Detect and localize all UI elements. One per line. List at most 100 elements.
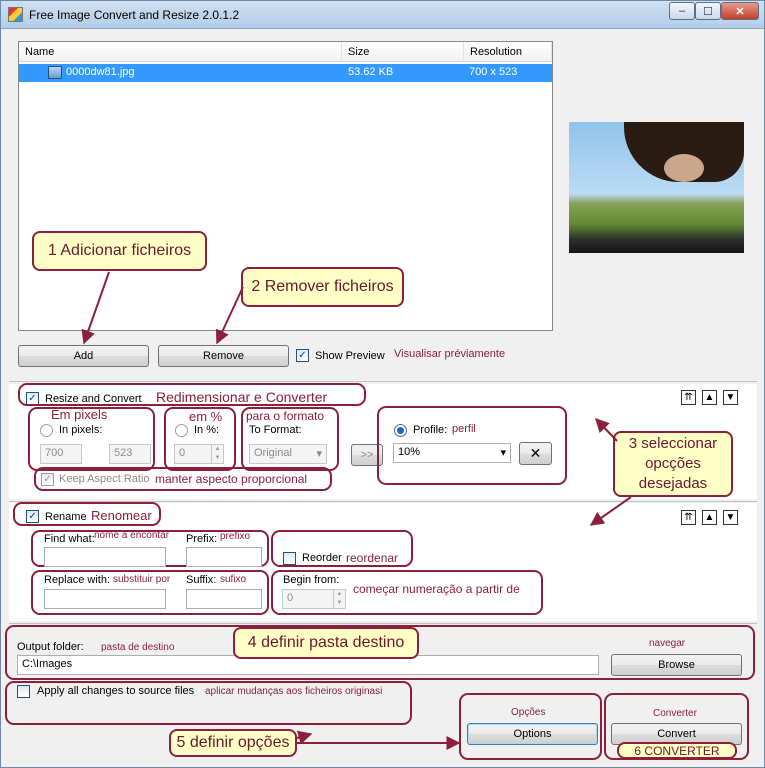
suffix-input[interactable] bbox=[186, 589, 262, 609]
percent-spin-buttons[interactable]: ▲ ▼ bbox=[211, 445, 223, 463]
replace-with-label: Replace with: bbox=[44, 574, 111, 586]
in-pixels-label: In pixels: bbox=[59, 424, 103, 436]
window-title: Free Image Convert and Resize 2.0.1.2 bbox=[29, 8, 240, 22]
add-button[interactable]: Add bbox=[18, 345, 149, 367]
begin-from-value: 0 bbox=[287, 592, 294, 604]
remove-button[interactable]: Remove bbox=[158, 345, 289, 367]
column-header-size[interactable]: Size bbox=[342, 42, 464, 62]
chevron-down-icon: ▾ bbox=[316, 448, 322, 460]
profile-label: Profile: bbox=[413, 424, 448, 436]
dog-snout-shape bbox=[664, 154, 704, 182]
height-input[interactable]: 523 bbox=[109, 444, 151, 464]
annotation-ring bbox=[31, 570, 269, 615]
annotation-ring bbox=[271, 530, 413, 567]
find-what-input[interactable] bbox=[44, 547, 166, 567]
output-folder-note: pasta de destino bbox=[101, 642, 175, 653]
replace-with-note: substituir por bbox=[113, 574, 171, 585]
rename-title: Rename bbox=[45, 511, 87, 523]
spin-up-icon[interactable]: ▲ bbox=[214, 446, 221, 452]
profile-value: 10% bbox=[398, 446, 421, 458]
convert-note: Converter bbox=[653, 708, 697, 719]
format-select[interactable]: Original ▾ bbox=[249, 444, 327, 464]
in-percent-label: In %: bbox=[194, 424, 220, 436]
annotation-ring bbox=[28, 407, 155, 471]
prefix-note: prefixo bbox=[220, 531, 251, 542]
options-button[interactable]: Options bbox=[467, 723, 598, 745]
apply-format-button[interactable]: >> bbox=[351, 444, 383, 466]
format-value: Original bbox=[254, 447, 292, 459]
move-down-icon[interactable]: ▼ bbox=[723, 510, 738, 525]
column-header-resolution[interactable]: Resolution bbox=[464, 42, 552, 62]
file-size: 53.62 KB bbox=[348, 66, 394, 78]
move-top-icon[interactable]: ⇈ bbox=[681, 510, 696, 525]
to-format-note: para o formato bbox=[246, 409, 325, 423]
find-what-note: nome a encontar bbox=[94, 530, 170, 541]
annotation-ring bbox=[604, 693, 749, 760]
begin-from-label: Begin from: bbox=[283, 574, 340, 586]
callout-select-options: 3 seleccionar opcções desejadas bbox=[613, 431, 733, 497]
annotation-ring bbox=[18, 383, 366, 406]
begin-spin-buttons[interactable]: ▲ ▼ bbox=[333, 590, 345, 608]
arrow-to-output bbox=[296, 730, 313, 745]
close-button[interactable]: ✕ bbox=[721, 2, 759, 20]
prefix-label: Prefix: bbox=[186, 533, 218, 545]
suffix-note: sufixo bbox=[220, 574, 247, 585]
dog-head-shape bbox=[624, 122, 744, 182]
begin-from-note: começar numeração a partir de bbox=[353, 582, 520, 596]
in-pixels-radio[interactable] bbox=[40, 424, 53, 437]
to-format-label: To Format: bbox=[249, 424, 302, 436]
in-percent-note: em % bbox=[189, 409, 223, 424]
prefix-input[interactable] bbox=[186, 547, 262, 567]
move-down-icon[interactable]: ▼ bbox=[723, 390, 738, 405]
divider bbox=[9, 623, 757, 624]
annotation-ring bbox=[459, 693, 602, 760]
image-file-icon bbox=[48, 66, 62, 79]
move-top-icon[interactable]: ⇈ bbox=[681, 390, 696, 405]
show-preview-checkbox[interactable]: ✓ bbox=[296, 349, 309, 362]
show-preview-note: Visualisar préviamente bbox=[394, 348, 506, 360]
annotation-ring bbox=[13, 502, 161, 526]
callout-add-files: 1 Adicionar ficheiros bbox=[32, 231, 207, 271]
annotation-ring bbox=[5, 625, 755, 680]
profile-note: perfil bbox=[452, 423, 476, 435]
profile-select[interactable]: 10% ▾ bbox=[393, 443, 511, 463]
browse-button[interactable]: Browse bbox=[611, 654, 742, 676]
width-input[interactable]: 700 bbox=[40, 444, 82, 464]
begin-from-stepper[interactable]: 0 ▲ ▼ bbox=[282, 589, 346, 609]
move-up-icon[interactable]: ▲ bbox=[702, 390, 717, 405]
percent-stepper[interactable]: 0 ▲ ▼ bbox=[174, 444, 224, 464]
spin-down-icon[interactable]: ▼ bbox=[336, 600, 343, 606]
spin-down-icon[interactable]: ▼ bbox=[214, 455, 221, 461]
in-pixels-note: Em pixels bbox=[51, 407, 108, 422]
column-header-name[interactable]: Name bbox=[19, 42, 342, 62]
callout-output-folder: 4 definir pasta destino bbox=[233, 627, 419, 659]
in-percent-radio[interactable] bbox=[175, 424, 188, 437]
minimize-button[interactable]: ‒ bbox=[669, 2, 695, 20]
annotation-ring bbox=[377, 406, 567, 485]
file-name: 0000dw81.jpg bbox=[66, 66, 135, 78]
clear-profile-button[interactable]: ✕ bbox=[519, 442, 552, 465]
rename-checkbox[interactable]: ✓ bbox=[26, 510, 39, 523]
apply-source-label: Apply all changes to source files bbox=[37, 685, 195, 697]
maximize-button[interactable]: ☐ bbox=[695, 2, 721, 20]
callout-remove-files: 2 Remover ficheiros bbox=[241, 267, 404, 307]
reorder-checkbox[interactable] bbox=[283, 552, 296, 565]
reorder-label: Reorder bbox=[302, 552, 342, 564]
apply-source-checkbox[interactable] bbox=[17, 685, 30, 698]
profile-radio[interactable] bbox=[394, 424, 407, 437]
chevron-down-icon: ▾ bbox=[500, 447, 506, 459]
spin-up-icon[interactable]: ▲ bbox=[336, 591, 343, 597]
file-row[interactable]: 0000dw81.jpg 53.62 KB 700 x 523 bbox=[19, 64, 552, 82]
replace-with-input[interactable] bbox=[44, 589, 166, 609]
keep-aspect-checkbox[interactable]: ✓ bbox=[41, 473, 54, 486]
move-up-icon[interactable]: ▲ bbox=[702, 510, 717, 525]
annotation-ring bbox=[34, 467, 332, 491]
callout-set-options: 5 definir opções bbox=[169, 729, 297, 757]
file-resolution: 700 x 523 bbox=[469, 66, 518, 78]
resize-title: Resize and Convert bbox=[45, 393, 142, 405]
callout-convert: 6 CONVERTER bbox=[617, 742, 737, 759]
annotation-ring bbox=[5, 681, 412, 725]
suffix-label: Suffix: bbox=[186, 574, 217, 586]
divider bbox=[9, 381, 757, 382]
